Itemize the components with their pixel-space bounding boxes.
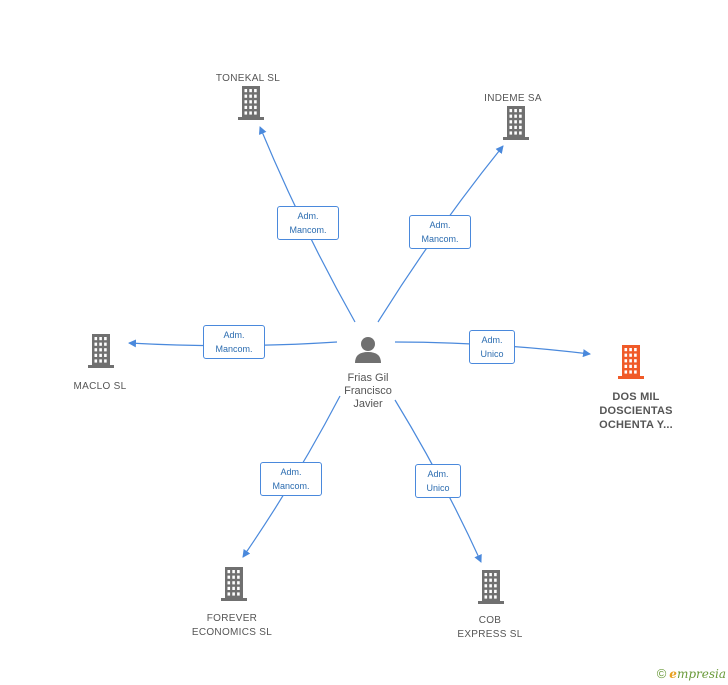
- building-icon[interactable]: [618, 345, 644, 379]
- company-name-line: FOREVER: [206, 613, 258, 624]
- building-icon[interactable]: [88, 334, 114, 368]
- brand-logo: empresia: [669, 667, 726, 681]
- company-name-line: EXPRESS SL: [457, 629, 523, 640]
- relation-text: Mancom.: [289, 225, 327, 235]
- company-name-line: ECONOMICS SL: [191, 627, 273, 638]
- company-label-forever[interactable]: FOREVER ECONOMICS SL: [167, 612, 297, 640]
- company-label-indeme[interactable]: INDEME SA: [453, 92, 573, 106]
- company-name-line: DOS MIL: [612, 391, 660, 403]
- relation-text: Adm.: [297, 211, 319, 221]
- company-name-line: OCHENTA Y...: [599, 419, 673, 431]
- company-name-line: TONEKAL SL: [215, 73, 281, 84]
- person-name[interactable]: Frias Gil Francisco Javier: [318, 372, 418, 411]
- brand-name: mpresia: [676, 666, 726, 681]
- footer-branding: © empresia: [657, 666, 726, 681]
- building-icon[interactable]: [221, 567, 247, 601]
- relation-label-maclo[interactable]: Adm. Mancom.: [203, 325, 265, 359]
- relation-label-indeme[interactable]: Adm. Mancom.: [409, 215, 471, 249]
- relation-text: Mancom.: [272, 481, 310, 491]
- relation-label-tonekal[interactable]: Adm. Mancom.: [277, 206, 339, 240]
- relation-label-forever[interactable]: Adm. Mancom.: [260, 462, 322, 496]
- relation-text: Adm.: [223, 330, 245, 340]
- relation-text: Mancom.: [421, 234, 459, 244]
- person-name-line: Francisco: [344, 385, 392, 397]
- relation-text: Adm.: [481, 335, 503, 345]
- company-label-maclo[interactable]: MACLO SL: [40, 380, 160, 394]
- relation-label-cob[interactable]: Adm. Unico: [415, 464, 461, 498]
- person-icon: [355, 337, 381, 363]
- brand-initial: e: [669, 666, 677, 681]
- relation-label-dosmil[interactable]: Adm. Unico: [469, 330, 515, 364]
- company-label-dosmil[interactable]: DOS MIL DOSCIENTAS OCHENTA Y...: [576, 390, 696, 432]
- relation-text: Mancom.: [215, 344, 253, 354]
- relation-text: Adm.: [427, 469, 449, 479]
- relation-text: Unico: [480, 349, 504, 359]
- building-icon[interactable]: [238, 86, 264, 120]
- building-icon[interactable]: [478, 570, 504, 604]
- relation-text: Adm.: [429, 220, 451, 230]
- building-icon[interactable]: [503, 106, 529, 140]
- relation-text: Unico: [426, 483, 450, 493]
- relation-text: Adm.: [280, 467, 302, 477]
- person-name-line: Javier: [353, 398, 383, 410]
- company-name-line: COB: [478, 615, 502, 626]
- person-name-line: Frias Gil: [347, 372, 389, 384]
- company-label-cob[interactable]: COB EXPRESS SL: [430, 614, 550, 642]
- company-name-line: MACLO SL: [73, 381, 127, 392]
- company-name-line: INDEME SA: [484, 93, 542, 104]
- copyright-symbol: ©: [656, 666, 667, 681]
- company-label-tonekal[interactable]: TONEKAL SL: [188, 72, 308, 86]
- company-name-line: DOSCIENTAS: [599, 405, 673, 417]
